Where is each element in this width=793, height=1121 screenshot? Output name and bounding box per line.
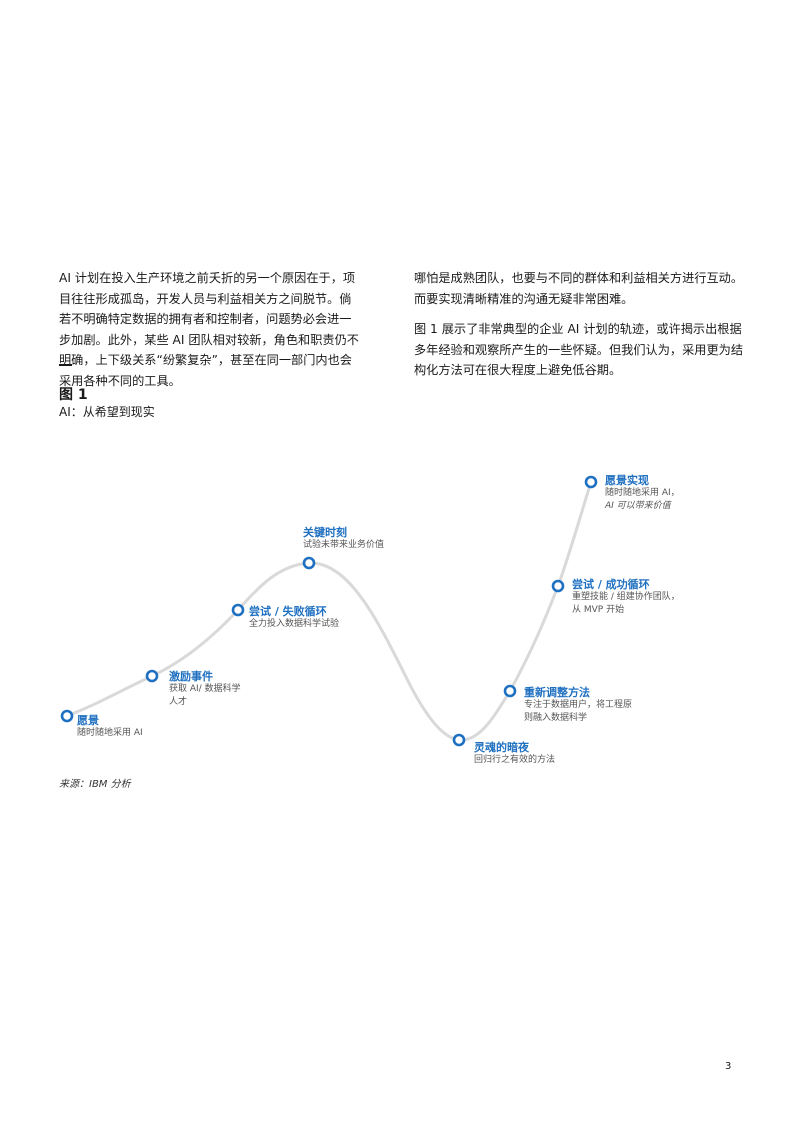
- section-divider: [59, 364, 72, 366]
- figure-title: AI：从希望到现实: [59, 405, 155, 419]
- stage-marker-critical-moment: [302, 556, 316, 570]
- stage-desc-try-fail-loop: 全力投入数据科学试验: [249, 619, 340, 629]
- stage-title-vision: 愿景: [77, 714, 99, 727]
- stage-marker-try-fail-loop: [231, 603, 245, 617]
- left-paragraph: AI 计划在投入生产环境之前夭折的另一个原因在于，项目往往形成孤岛，开发人员与利…: [59, 271, 359, 388]
- stage-marker-vision: [60, 709, 74, 723]
- stage-desc-inciting-incident: 获取 AI/ 数据科学 人才: [169, 684, 241, 707]
- stage-desc-readjust: 专注于数据用户，将工程原 则融入数据科学: [524, 700, 633, 723]
- stage-desc-critical-moment: 试验未带来业务价值: [303, 540, 385, 550]
- left-column: AI 计划在投入生产环境之前夭折的另一个原因在于，项目往往形成孤岛，开发人员与利…: [59, 268, 359, 401]
- trajectory-diagram: 愿景 随时随地采用 AI 激励事件 获取 AI/ 数据科学 人才 尝试 / 失败…: [0, 455, 793, 775]
- right-column: 哪怕是成熟团队，也要与不同的群体和利益相关方进行互动。而要实现清晰精准的沟通无疑…: [414, 268, 744, 391]
- stage-title-readjust: 重新调整方法: [524, 686, 590, 699]
- stage-marker-try-succeed-loop: [551, 579, 565, 593]
- stage-marker-vision-realized: [584, 475, 598, 489]
- stage-marker-readjust: [503, 684, 517, 698]
- stage-title-try-succeed-loop: 尝试 / 成功循环: [572, 578, 650, 591]
- right-paragraph-2: 图 1 展示了非常典型的企业 AI 计划的轨迹，或许揭示出根据多年经验和观察所产…: [414, 322, 744, 377]
- stage-marker-inciting-incident: [145, 669, 159, 683]
- figure-label: 图 1: [59, 387, 88, 403]
- stage-desc-vision-realized: 随时随地采用 AI， AI 可以带来价值: [605, 488, 680, 511]
- right-paragraph-1: 哪怕是成熟团队，也要与不同的群体和利益相关方进行互动。而要实现清晰精准的沟通无疑…: [414, 271, 744, 306]
- stage-desc-dark-night: 回归行之有效的方法: [474, 755, 556, 765]
- stage-title-try-fail-loop: 尝试 / 失败循环: [249, 605, 327, 618]
- stage-title-critical-moment: 关键时刻: [303, 526, 347, 539]
- page-number: 3: [725, 1061, 732, 1072]
- stage-desc-try-succeed-loop: 重塑技能 / 组建协作团队， 从 MVP 开始: [572, 592, 680, 615]
- stage-desc-vision: 随时随地采用 AI: [77, 728, 143, 738]
- stage-title-vision-realized: 愿景实现: [605, 474, 649, 487]
- figure-source: 来源：IBM 分析: [59, 779, 131, 790]
- stage-marker-dark-night: [452, 733, 466, 747]
- trajectory-curve: [65, 480, 593, 742]
- stage-title-dark-night: 灵魂的暗夜: [474, 741, 529, 754]
- stage-title-inciting-incident: 激励事件: [169, 670, 213, 683]
- trajectory-curve-svg: [60, 475, 598, 747]
